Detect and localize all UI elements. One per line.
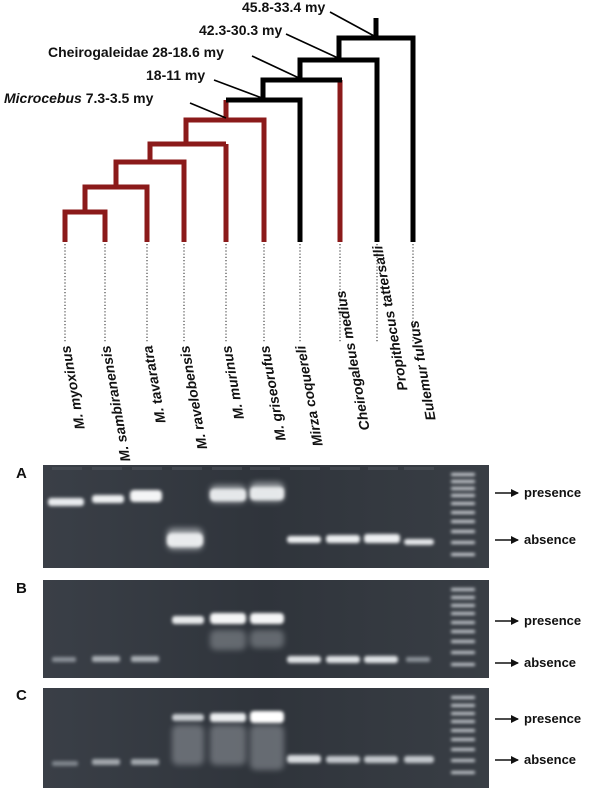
taxon-names: M. myoxinus M. sambiranensis M. tavaratr… xyxy=(57,243,438,463)
gel-b-band xyxy=(406,657,430,662)
gel-panel-c: C xyxy=(16,687,581,788)
gel-a-band xyxy=(326,535,360,543)
node-labels: 45.8-33.4 my 42.3-30.3 my Cheirogaleidae… xyxy=(4,0,325,106)
taxon-label: M. myoxinus xyxy=(57,344,88,431)
gel-c-band xyxy=(210,713,246,722)
gel-a-ladder xyxy=(451,473,475,556)
gel-c-band xyxy=(172,714,204,721)
absence-label-a: absence xyxy=(524,532,576,547)
gel-b-bands xyxy=(52,613,430,663)
taxon-label: M. griseorufus xyxy=(256,344,289,442)
gel-b-band xyxy=(210,613,246,624)
taxon-label: M. murinus xyxy=(218,344,247,421)
taxon-label: M. sambiranensis xyxy=(97,344,133,463)
gel-c-band xyxy=(326,756,360,763)
taxon-leaders xyxy=(64,244,414,342)
presence-label-b: presence xyxy=(524,613,581,628)
taxon-label: Mirza coquereli xyxy=(292,343,326,447)
gel-a-band xyxy=(130,490,162,502)
taxon-label: M. ravelobensis xyxy=(176,344,210,450)
phylogenetic-tree: 45.8-33.4 my 42.3-30.3 my Cheirogaleidae… xyxy=(4,0,439,463)
taxon-label: Eulemur fulvus xyxy=(405,319,438,422)
gel-b-band xyxy=(364,656,398,663)
gel-b-background xyxy=(43,580,489,678)
panel-letter-a: A xyxy=(16,465,27,482)
node-label-5-genus: Microcebus xyxy=(4,90,82,106)
presence-label-a: presence xyxy=(524,485,581,500)
node-label-5-range: 7.3-3.5 my xyxy=(82,90,154,106)
gel-a-band xyxy=(92,495,124,503)
gel-a-band xyxy=(287,536,321,543)
presence-label-c: presence xyxy=(524,711,581,726)
gel-a-bands xyxy=(48,482,434,550)
taxon-label: M. tavaratra xyxy=(139,344,168,424)
gel-b-ladder xyxy=(451,588,475,666)
node-label-5: Microcebus 7.3-3.5 my xyxy=(4,90,154,106)
taxon-label: Cheirogaleus medius xyxy=(332,289,372,431)
gel-a-band xyxy=(404,539,434,545)
gel-a-background xyxy=(43,465,489,568)
gel-panel-b: B xyxy=(16,580,581,678)
gel-c-band xyxy=(131,759,159,765)
gel-a-band xyxy=(364,534,400,543)
node-label-2: 42.3-30.3 my xyxy=(199,22,282,38)
gel-b-band xyxy=(172,616,204,624)
microcebus-branches xyxy=(62,80,343,242)
tree-branches xyxy=(62,18,416,242)
node-label-3: Cheirogaleidae 28-18.6 my xyxy=(48,44,224,60)
gel-b-band xyxy=(326,656,360,663)
gel-panel-a: A xyxy=(16,465,581,568)
absence-label-b: absence xyxy=(524,655,576,670)
node-label-4: 18-11 my xyxy=(146,67,205,83)
gel-a-wells xyxy=(52,467,434,470)
gel-b-band xyxy=(131,656,159,662)
gel-b-band xyxy=(250,613,284,624)
node-label-1: 45.8-33.4 my xyxy=(242,0,325,15)
panel-letter-c: C xyxy=(16,687,27,704)
gel-b-band xyxy=(52,657,76,662)
node-pointers xyxy=(189,11,377,119)
gel-b-band xyxy=(287,656,321,663)
gel-c-band xyxy=(52,761,78,766)
gel-c-band xyxy=(364,756,398,763)
taxon-label: Propithecus tattersalli xyxy=(369,243,410,392)
outgroup-branches xyxy=(226,18,416,242)
panel-letter-b: B xyxy=(16,580,27,597)
gel-c-band xyxy=(250,711,284,723)
gel-c-band xyxy=(287,755,321,763)
gel-b-band xyxy=(92,656,120,662)
absence-label-c: absence xyxy=(524,752,576,767)
gel-c-ladder xyxy=(451,696,475,774)
gel-c-band xyxy=(404,756,434,763)
gel-c-band xyxy=(92,759,120,765)
gel-a-band xyxy=(48,498,84,506)
gel-c-bands xyxy=(52,711,434,770)
